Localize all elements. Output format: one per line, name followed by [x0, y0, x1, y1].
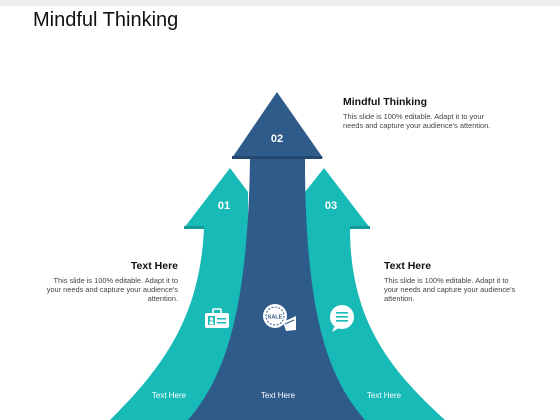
- briefcase-icon: [205, 308, 229, 328]
- arrow-left-fold: [184, 226, 204, 229]
- arrow-center-fold: [232, 156, 322, 159]
- text-block-description: This slide is 100% editable. Adapt it to…: [343, 112, 491, 130]
- arrow-center-label: Text Here: [261, 391, 296, 400]
- chat-bubble-icon: [330, 305, 354, 332]
- text-block-description: This slide is 100% editable. Adapt it to…: [384, 276, 516, 303]
- arrow-right-fold: [350, 226, 370, 229]
- text-block-heading: Mindful Thinking: [343, 96, 427, 108]
- text-block-right: Text Here This slide is 100% editable. A…: [384, 260, 524, 303]
- sale-badge-icon: SALE: [263, 304, 296, 331]
- text-block-top-right: Mindful Thinking This slide is 100% edit…: [343, 96, 491, 130]
- arrow-left-label: Text Here: [152, 391, 187, 400]
- arrow-left: [110, 168, 248, 420]
- step-number-01: 01: [218, 200, 230, 212]
- text-block-heading: Text Here: [130, 260, 178, 272]
- text-block-heading: Text Here: [384, 260, 432, 272]
- top-bar: [0, 0, 560, 6]
- slide-title: Mindful Thinking: [33, 9, 179, 31]
- arrow-right-label: Text Here: [367, 391, 402, 400]
- step-number-03: 03: [325, 200, 337, 212]
- text-block-description: This slide is 100% editable. Adapt it to…: [46, 276, 178, 303]
- arrow-center: [188, 92, 365, 420]
- arrow-right: [305, 168, 445, 420]
- svg-text:SALE: SALE: [268, 315, 283, 321]
- step-number-02: 02: [271, 133, 283, 145]
- text-block-left: Text Here This slide is 100% editable. A…: [40, 260, 178, 303]
